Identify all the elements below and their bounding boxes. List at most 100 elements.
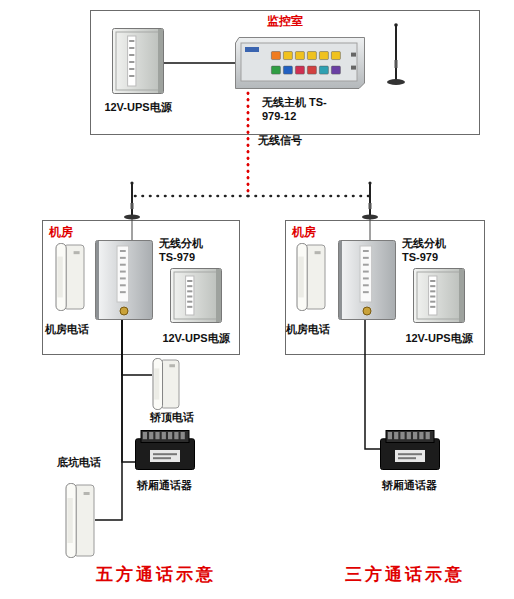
wireless-extension-unit-rect (117, 246, 129, 302)
intercom-telephone-rect (154, 368, 159, 399)
ups-power-unit-rect (174, 272, 218, 319)
wireless-host-unit-rect (351, 66, 356, 70)
intercom-telephone-rect (153, 359, 163, 410)
device-node: 轿厢通话器 (380, 430, 440, 470)
cable-line (164, 62, 235, 64)
wireless-signal-dots (132, 195, 248, 198)
car-intercom-unit-rect (398, 457, 416, 459)
device-label: 轿顶电话 (150, 410, 210, 424)
cable-line (122, 320, 135, 462)
wireless-signal-dots (247, 93, 250, 196)
car-intercom-unit-rect (162, 432, 166, 439)
antenna-mast (395, 26, 397, 80)
wireless-extension-unit-rect (363, 291, 369, 293)
device-node: 无线分机 TS-979 (95, 240, 153, 320)
antenna-cable (370, 196, 371, 240)
ups-power-unit-rect (430, 285, 435, 287)
device-label: 底坑电话 (57, 455, 117, 469)
wireless-host-unit-rect (319, 52, 328, 60)
device-node: 机房电话 (55, 243, 85, 311)
ups-power-unit-rect (187, 290, 192, 292)
wireless-extension-unit-rect (339, 241, 396, 320)
cable-line (122, 320, 152, 375)
wireless-extension-unit-rect (120, 264, 126, 266)
wireless-extension-unit-rect (363, 250, 369, 252)
ups-power-unit-rect (430, 290, 435, 292)
wireless-host-unit-path (236, 38, 365, 89)
wireless-host-unit-rect (319, 66, 328, 74)
intercom-telephone (65, 483, 95, 558)
ups-power-unit-rect (430, 306, 435, 308)
intercom-telephone-rect (57, 257, 62, 298)
antenna-joint (369, 203, 372, 209)
antenna-base (362, 214, 378, 219)
wireless-extension-unit-rect (120, 250, 126, 252)
wireless-extension-unit-rect (120, 291, 126, 293)
ups-power-unit-rect (187, 296, 192, 298)
room-box: 机房机房电话无线分机 TS-97912V-UPS电源 (42, 220, 240, 355)
antenna-symbol (387, 23, 405, 85)
wireless-extension-unit-rect (363, 264, 369, 266)
wireless-host-unit-rect (271, 52, 280, 60)
connector (248, 93, 370, 240)
device-node: 无线主机 TS-979-12 (235, 37, 365, 89)
wireless-extension-unit-rect (120, 277, 126, 279)
ups-power-unit-rect (187, 306, 192, 308)
ups-power-unit-rect (129, 47, 134, 49)
device-label: 机房电话 (286, 322, 346, 336)
device-label: 轿厢通话器 (382, 478, 462, 492)
antenna-tip (130, 181, 133, 184)
ups-power-unit-rect (187, 285, 192, 287)
intercom-telephone (55, 243, 85, 311)
car-intercom-unit-rect (181, 432, 185, 439)
caption-label: 五方通话示意 (96, 565, 256, 585)
car-intercom-unit-rect (388, 432, 392, 439)
ups-power-unit-rect (129, 40, 134, 42)
car-intercom-unit-rect (426, 432, 430, 439)
wireless-extension-unit-rect (96, 241, 99, 319)
cable-line (365, 320, 380, 449)
wireless-host-unit-rect (271, 66, 280, 74)
wireless-extension-unit-rect (96, 241, 153, 320)
device-label: 无线分机 TS-979 (159, 236, 219, 264)
device-label: 机房电话 (45, 322, 105, 336)
car-intercom-unit-rect (386, 431, 434, 443)
ups-power-unit-rect (158, 29, 163, 93)
ups-power-unit-rect (430, 296, 435, 298)
wireless-host-unit-rect (241, 43, 357, 81)
ups-power-unit-rect (429, 276, 437, 315)
ups-power-unit-rect (129, 75, 134, 77)
room-title: 监控室 (91, 14, 479, 29)
car-intercom-unit-rect (143, 432, 147, 439)
wireless-extension-unit-rect (120, 271, 126, 273)
intercom-telephone-rect (67, 498, 72, 543)
car-intercom-unit-rect (394, 432, 398, 439)
device-node: 轿顶电话 (152, 358, 180, 410)
intercom-telephone-rect (74, 251, 80, 254)
ups-power-unit-rect (459, 269, 464, 322)
wireless-host-unit-rect (245, 47, 259, 52)
car-intercom-unit (380, 430, 440, 470)
car-intercom-unit-rect (153, 453, 177, 455)
intercom-telephone-rect (305, 245, 325, 309)
car-intercom-unit-rect (136, 439, 195, 470)
intercom-telephone-rect (64, 245, 84, 309)
wireless-extension-unit-rect (363, 271, 369, 273)
ups-power-unit-rect (430, 280, 435, 282)
antenna-mast (369, 184, 371, 216)
ups-power-unit-rect (113, 29, 164, 94)
device-node: 12V-UPS电源 (112, 28, 164, 94)
car-intercom-unit-rect (381, 439, 440, 470)
intercom-telephone-rect (56, 244, 66, 311)
ups-power-unit-rect (129, 68, 134, 70)
car-intercom-unit-rect (153, 457, 171, 459)
antenna-symbol (124, 181, 140, 219)
connector (122, 320, 152, 375)
antenna-tip (394, 23, 398, 27)
wireless-host-unit-rect (331, 52, 340, 60)
car-intercom-unit (135, 430, 195, 470)
antenna-joint (395, 60, 398, 68)
edge-label: 无线信号 (258, 133, 338, 147)
wireless-host-unit (235, 37, 365, 89)
wireless-host-unit-rect (307, 66, 316, 74)
